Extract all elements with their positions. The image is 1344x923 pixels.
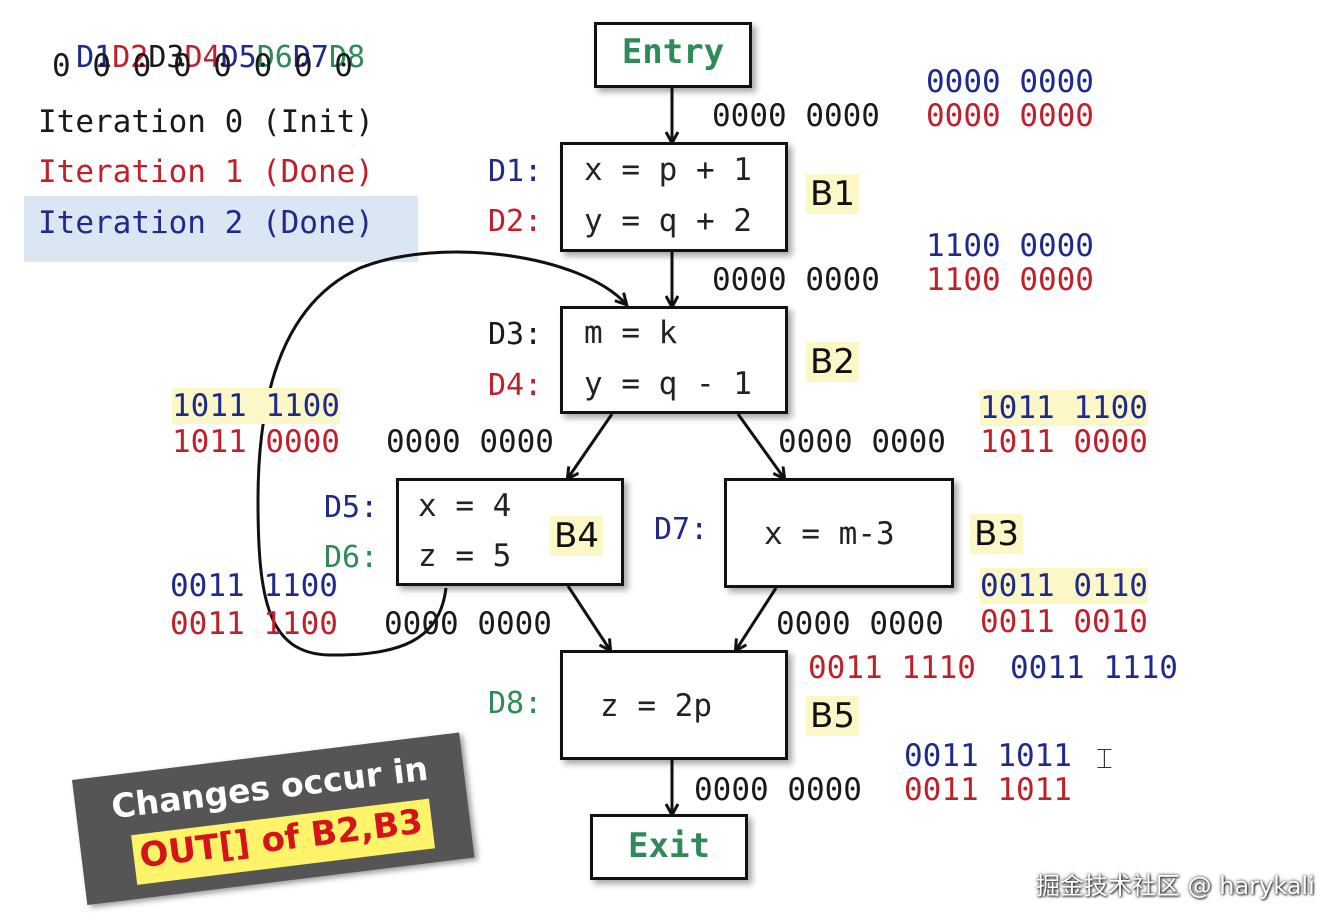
entry-out-red: 0000 0000 <box>926 98 1094 134</box>
def-label-d6: D6: <box>324 540 379 575</box>
b3-out-black: 0000 0000 <box>776 606 944 642</box>
edge-b4-b5 <box>566 585 610 650</box>
text-cursor-icon: ⌶ <box>1096 742 1113 775</box>
b5-stmt-1: z = 2p <box>600 688 712 724</box>
b1-out-red: 1100 0000 <box>926 262 1094 298</box>
iteration-0: Iteration 0 (Init) <box>38 104 374 140</box>
def-d7: D7 <box>292 40 329 75</box>
zeros-row: 0 0 0 0 0 0 0 0 <box>52 48 353 84</box>
iteration-2-highlight <box>24 196 418 262</box>
b3-in-blue: 1011 1100 <box>980 390 1148 426</box>
b3-in-black: 0000 0000 <box>778 424 946 460</box>
def-d4: D4 <box>184 40 221 75</box>
def-label-d2: D2: <box>488 204 543 239</box>
block-label-b1: B1 <box>806 174 859 214</box>
b2-stmt-2: y = q - 1 <box>584 366 752 402</box>
b4-stmt-1: x = 4 <box>418 488 512 524</box>
edge-b3-b5 <box>736 587 778 650</box>
entry-node <box>594 22 752 88</box>
b5-out-blue: 0011 1011 <box>904 738 1072 774</box>
def-d5: D5 <box>220 40 257 75</box>
iteration-1: Iteration 1 (Done) <box>38 154 374 190</box>
def-d8: D8 <box>329 40 366 75</box>
entry-label: Entry <box>621 32 725 72</box>
def-label-d3: D3: <box>488 317 543 352</box>
b4-in-black: 0000 0000 <box>386 424 554 460</box>
b4-in-red: 1011 0000 <box>172 424 340 460</box>
iteration-2: Iteration 2 (Done) <box>38 205 374 241</box>
def-d3: D3 <box>148 40 185 75</box>
edge-b2-b3 <box>736 413 784 478</box>
b3-in-red: 1011 0000 <box>980 424 1148 460</box>
b5-out-black: 0000 0000 <box>694 772 862 808</box>
b5-in-red: 0011 1110 <box>808 650 976 686</box>
b4-out-red: 0011 1100 <box>170 606 338 642</box>
entry-out-blue: 0000 0000 <box>926 64 1094 100</box>
def-label-d8: D8: <box>488 686 543 721</box>
block-label-b2: B2 <box>806 342 859 382</box>
b4-in-blue: 1011 1100 <box>172 388 340 424</box>
block-label-b5: B5 <box>806 696 859 736</box>
exit-label: Exit <box>628 826 710 866</box>
def-d1: D1 <box>76 40 113 75</box>
block-b1 <box>560 142 788 252</box>
b2-stmt-1: m = k <box>584 315 678 351</box>
edge-b2-b4 <box>568 413 614 478</box>
b1-stmt-1: x = p + 1 <box>584 152 752 188</box>
block-b2 <box>560 306 788 414</box>
block-b5 <box>560 650 788 760</box>
b3-stmt-1: x = m-3 <box>764 516 895 552</box>
b1-in-black: 0000 0000 <box>712 262 880 298</box>
def-d6: D6 <box>256 40 293 75</box>
watermark: 掘金技术社区 @ harykali <box>1036 872 1315 900</box>
b5-in-blue: 0011 1110 <box>1010 650 1178 686</box>
def-label-d5: D5: <box>324 490 379 525</box>
block-b3 <box>724 478 954 588</box>
def-d2: D2 <box>112 40 149 75</box>
entry-in-black: 0000 0000 <box>712 98 880 134</box>
b5-out-red: 0011 1011 <box>904 772 1072 808</box>
def-label-d7: D7: <box>654 512 709 547</box>
b4-out-blue: 0011 1100 <box>170 568 338 604</box>
def-legend: D1D2D3D4D5D6D7D8 <box>40 4 365 76</box>
b4-out-black: 0000 0000 <box>384 606 552 642</box>
block-label-b4: B4 <box>550 516 603 556</box>
b1-stmt-2: y = q + 2 <box>584 203 752 239</box>
exit-node <box>590 814 748 880</box>
block-label-b3: B3 <box>970 514 1023 554</box>
def-label-d1: D1: <box>488 154 543 189</box>
def-label-d4: D4: <box>488 368 543 403</box>
b1-out-blue: 1100 0000 <box>926 228 1094 264</box>
edge-b4-b2-backedge <box>256 250 626 657</box>
b4-stmt-2: z = 5 <box>418 538 512 574</box>
b3-out-blue: 0011 0110 <box>980 568 1148 604</box>
b3-out-red: 0011 0010 <box>980 604 1148 640</box>
